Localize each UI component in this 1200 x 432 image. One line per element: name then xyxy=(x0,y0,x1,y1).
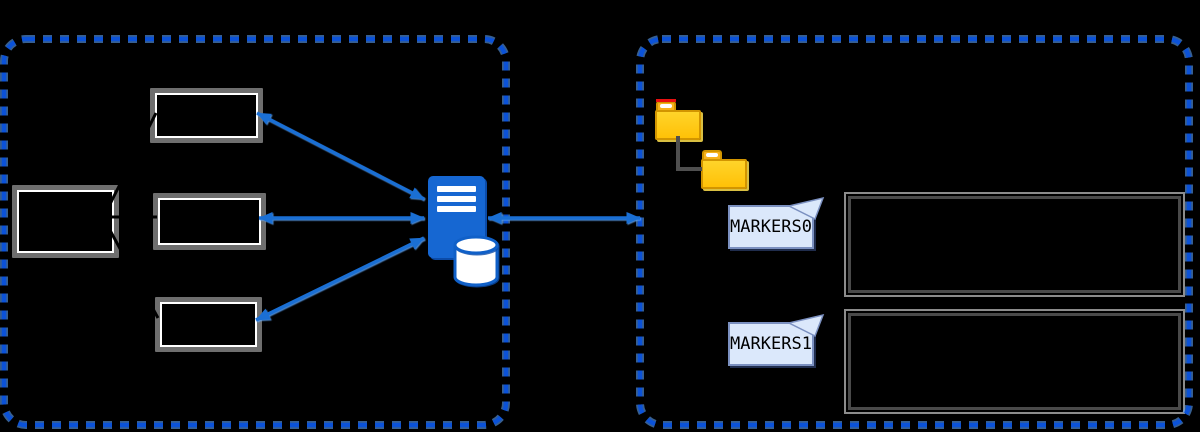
folder-body xyxy=(701,159,747,189)
node-box-2 xyxy=(153,193,266,250)
server-line-icon xyxy=(437,196,476,202)
detail-box-1 xyxy=(844,192,1185,297)
folder-accent xyxy=(656,99,676,102)
markers1-card: MARKERS1 xyxy=(728,322,814,366)
subfolder-icon xyxy=(701,150,747,189)
folder-label-strip xyxy=(660,104,672,108)
detail-box-2 xyxy=(844,309,1185,414)
folder-body xyxy=(655,110,701,140)
arrow-node3-server xyxy=(255,236,425,322)
server-line-icon xyxy=(437,186,476,192)
server-line-icon xyxy=(437,206,476,212)
folder-tree-connector xyxy=(676,136,702,171)
markers0-label: MARKERS0 xyxy=(730,217,812,237)
node-box-3 xyxy=(155,297,262,352)
node-box-1 xyxy=(150,88,263,143)
markers1-label: MARKERS1 xyxy=(730,334,812,354)
server-database-icon xyxy=(428,176,485,258)
root-box xyxy=(12,185,119,258)
folder-icon xyxy=(655,99,701,140)
folder-label-strip xyxy=(706,153,718,157)
arrow-node1-server xyxy=(256,111,425,201)
markers0-card: MARKERS0 xyxy=(728,205,814,249)
